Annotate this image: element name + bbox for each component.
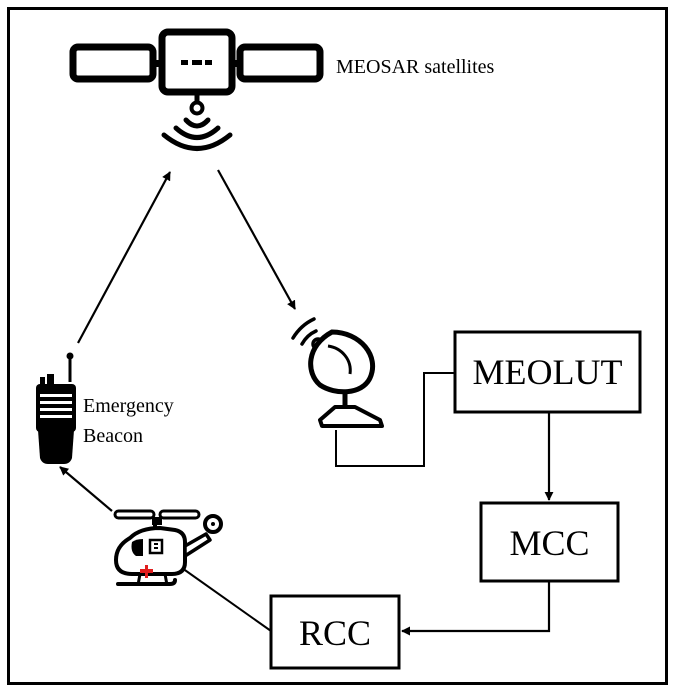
- satellites-label: MEOSAR satellites: [336, 56, 495, 78]
- helicopter-to-beacon-arrow: [59, 466, 113, 512]
- dish-to-meolut-connector: [335, 372, 455, 467]
- rescue-helicopter-icon: [113, 509, 223, 586]
- satellite-dish-icon: [291, 317, 384, 428]
- meolut-box: MEOLUT: [453, 330, 642, 414]
- satellite-to-dish-arrow: [217, 169, 296, 310]
- mcc-box: MCC: [479, 501, 620, 583]
- emergency-beacon-icon: [36, 352, 76, 464]
- rcc-to-helicopter-connector: [181, 567, 272, 632]
- beacon-label-line1: Emergency: [83, 395, 174, 417]
- beacon-to-satellite-arrow: [77, 171, 171, 344]
- beacon-label-line2: Beacon: [83, 425, 143, 447]
- mcc-label: MCC: [509, 523, 589, 563]
- rcc-box: RCC: [269, 594, 401, 670]
- mcc-to-rcc-arrow: [401, 581, 551, 636]
- rcc-label: RCC: [299, 613, 371, 653]
- satellite-icon: [69, 28, 324, 151]
- meolut-label: MEOLUT: [473, 352, 623, 392]
